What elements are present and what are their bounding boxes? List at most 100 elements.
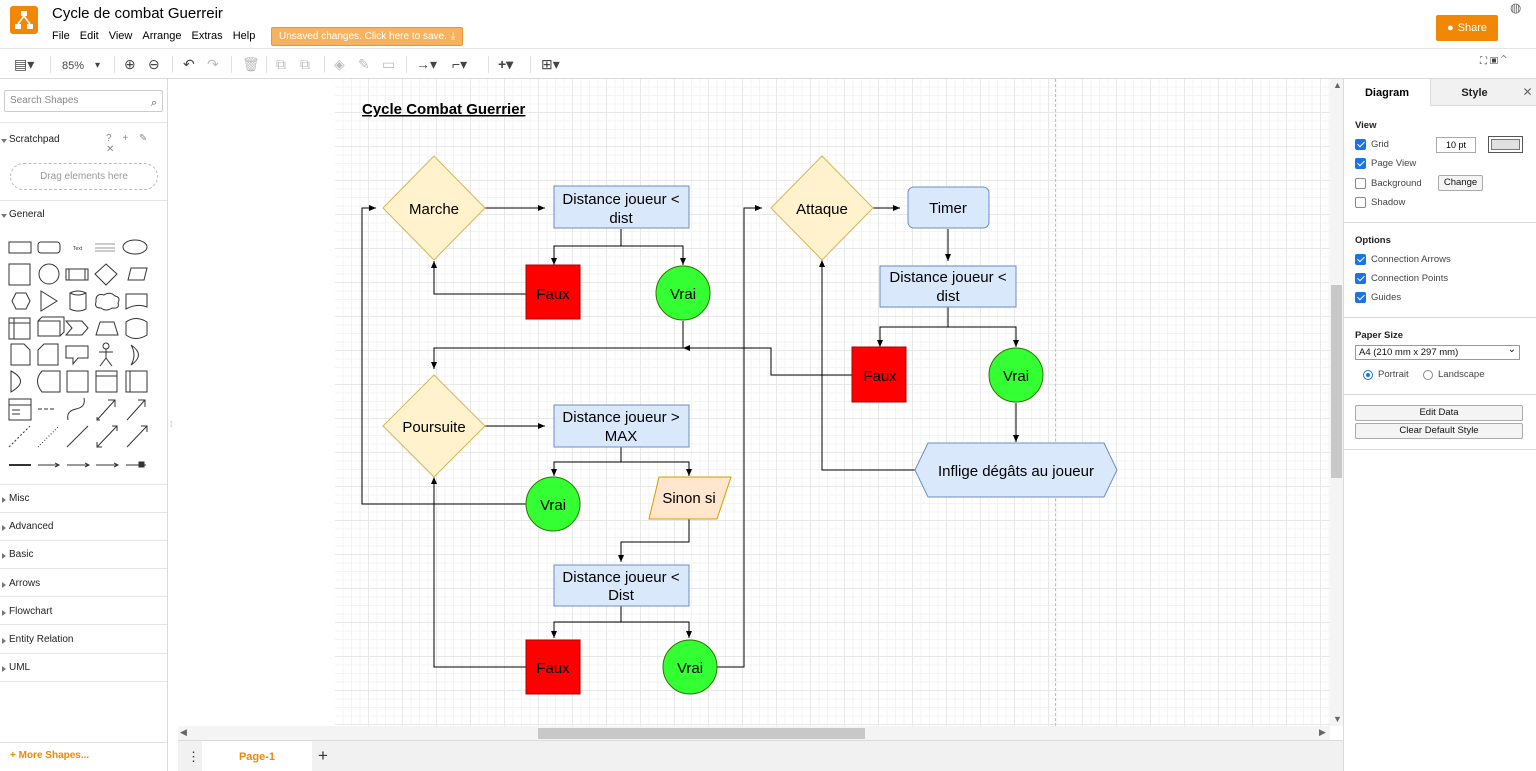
edge-faux2-vrai1-line[interactable]: [683, 345, 852, 376]
section-uml[interactable]: UML: [0, 661, 167, 675]
section-arrows[interactable]: Arrows: [0, 577, 167, 591]
section-flowchart[interactable]: Flowchart: [0, 605, 167, 619]
node-dist1[interactable]: [553, 185, 690, 229]
portrait-radio[interactable]: [1363, 369, 1373, 380]
redo-icon[interactable]: ↷: [207, 56, 219, 72]
grid-checkbox[interactable]: [1355, 139, 1366, 150]
node-vrai2[interactable]: [525, 476, 581, 532]
drawio-logo-icon[interactable]: [10, 6, 38, 34]
language-globe-icon[interactable]: ◍: [1510, 0, 1522, 15]
zoom-out-icon[interactable]: ⊖: [148, 56, 160, 72]
guides-option[interactable]: Guides: [1355, 292, 1401, 303]
edge-dist2-faux2[interactable]: [877, 307, 949, 347]
close-panel-icon[interactable]: ✕: [1518, 79, 1536, 106]
scratchpad-dropzone[interactable]: Drag elements here: [10, 163, 158, 190]
tab-diagram[interactable]: Diagram: [1344, 79, 1430, 106]
edge-dist1-faux1[interactable]: [551, 229, 622, 265]
scroll-right-icon[interactable]: ▶: [1319, 727, 1326, 737]
node-attaque[interactable]: [770, 155, 874, 261]
general-shapes-palette[interactable]: Text: [0, 229, 167, 479]
grid-option[interactable]: Grid: [1355, 139, 1389, 150]
node-sinonsi[interactable]: [648, 476, 732, 520]
fill-color-icon[interactable]: ◈: [334, 56, 345, 72]
menu-arrange[interactable]: Arrange: [142, 30, 182, 42]
shadow-checkbox[interactable]: [1355, 197, 1366, 208]
connection-icon[interactable]: →▾: [416, 56, 438, 72]
node-vrai3[interactable]: [662, 639, 718, 695]
landscape-radio[interactable]: [1423, 369, 1433, 380]
background-option[interactable]: Background: [1355, 178, 1422, 189]
connection-arrows-option[interactable]: Connection Arrows: [1355, 254, 1451, 265]
node-faux3[interactable]: [525, 639, 581, 695]
zoom-level[interactable]: 85%: [62, 60, 85, 72]
edge-vrai2-marche[interactable]: [361, 205, 526, 505]
diagram-title[interactable]: Cycle Combat Guerrier: [362, 101, 526, 118]
node-max[interactable]: [553, 404, 690, 448]
edge-max-sinonsi[interactable]: [621, 461, 692, 476]
section-misc[interactable]: Misc: [0, 492, 167, 506]
edge-dist3-vrai3[interactable]: [621, 621, 692, 638]
menu-help[interactable]: Help: [232, 30, 256, 42]
search-input[interactable]: Search Shapes ⌕: [4, 90, 163, 112]
scroll-up-icon[interactable]: ▲: [1333, 80, 1342, 90]
shadow-icon[interactable]: ▭: [382, 56, 396, 72]
edge-dist2-vrai4[interactable]: [948, 326, 1019, 347]
connection-points-option[interactable]: Connection Points: [1355, 273, 1448, 284]
add-page-icon[interactable]: +: [318, 746, 328, 765]
menu-edit[interactable]: Edit: [79, 30, 99, 42]
pages-menu-icon[interactable]: ⋮: [187, 749, 200, 764]
background-checkbox[interactable]: [1355, 178, 1366, 189]
more-shapes-button[interactable]: + More Shapes...: [10, 750, 90, 761]
to-back-icon[interactable]: ⧉: [300, 56, 310, 72]
page-view-checkbox[interactable]: [1355, 158, 1366, 169]
edge-vrai1-poursuite[interactable]: [431, 321, 684, 369]
node-poursuite[interactable]: [382, 374, 486, 478]
format-panel-toggle-icon[interactable]: ▤▾: [14, 56, 35, 72]
grid-size-input[interactable]: 10 pt: [1436, 137, 1476, 153]
table-icon[interactable]: ⊞▾: [541, 56, 560, 72]
edge-max-vrai2[interactable]: [551, 447, 622, 476]
node-dist3[interactable]: [553, 564, 690, 607]
fullscreen-icon[interactable]: ⛶▣⌃: [1480, 56, 1510, 67]
menu-file[interactable]: File: [52, 30, 70, 42]
edge-faux1-marche[interactable]: [431, 261, 526, 295]
edge-dist3-faux3[interactable]: [551, 606, 622, 638]
change-background-button[interactable]: Change: [1438, 175, 1483, 191]
unsaved-changes-button[interactable]: Unsaved changes. Click here to save. ⤓: [271, 27, 464, 46]
node-inflige[interactable]: [914, 442, 1118, 498]
share-button[interactable]: ● Share: [1436, 15, 1498, 41]
guides-checkbox[interactable]: [1355, 292, 1366, 303]
scroll-left-icon[interactable]: ◀: [180, 727, 187, 737]
search-icon[interactable]: ⌕: [150, 97, 157, 109]
node-vrai1[interactable]: [655, 265, 711, 321]
scratchpad-actions[interactable]: ? + ✎ ✕: [106, 133, 152, 155]
node-faux1[interactable]: [525, 264, 581, 320]
section-advanced[interactable]: Advanced: [0, 520, 167, 534]
scroll-down-icon[interactable]: ▼: [1333, 714, 1342, 724]
section-entity-relation[interactable]: Entity Relation: [0, 633, 167, 647]
menu-extras[interactable]: Extras: [191, 30, 223, 42]
edge-sinonsi-dist3[interactable]: [618, 518, 690, 562]
diagram-canvas[interactable]: Cycle Combat Guerrier: [178, 79, 1330, 726]
tab-style[interactable]: Style: [1430, 79, 1518, 106]
node-marche[interactable]: [382, 155, 486, 261]
diagram-page[interactable]: Cycle Combat Guerrier: [335, 79, 1330, 726]
page-tab-1[interactable]: Page-1: [202, 741, 312, 771]
horizontal-scrollbar-thumb[interactable]: [538, 728, 865, 739]
portrait-option[interactable]: Portrait: [1363, 369, 1409, 380]
section-basic[interactable]: Basic: [0, 548, 167, 562]
clear-default-style-button[interactable]: Clear Default Style: [1355, 423, 1523, 439]
undo-icon[interactable]: ↶: [183, 56, 195, 72]
grid-color-swatch[interactable]: [1488, 136, 1523, 153]
line-color-icon[interactable]: ✎: [358, 56, 370, 72]
insert-icon[interactable]: +▾: [498, 56, 514, 72]
to-front-icon[interactable]: ⧉: [276, 56, 286, 72]
document-title[interactable]: Cycle de combat Guerreir: [52, 5, 223, 22]
node-vrai4[interactable]: [988, 347, 1044, 403]
edge-faux3-poursuite[interactable]: [431, 477, 526, 668]
delete-icon[interactable]: 🗑: [242, 56, 260, 72]
menu-view[interactable]: View: [108, 30, 133, 42]
paper-size-select[interactable]: A4 (210 mm x 297 mm): [1355, 343, 1520, 360]
node-dist2[interactable]: [879, 265, 1017, 308]
edge-vrai3-attaque[interactable]: [717, 205, 762, 668]
